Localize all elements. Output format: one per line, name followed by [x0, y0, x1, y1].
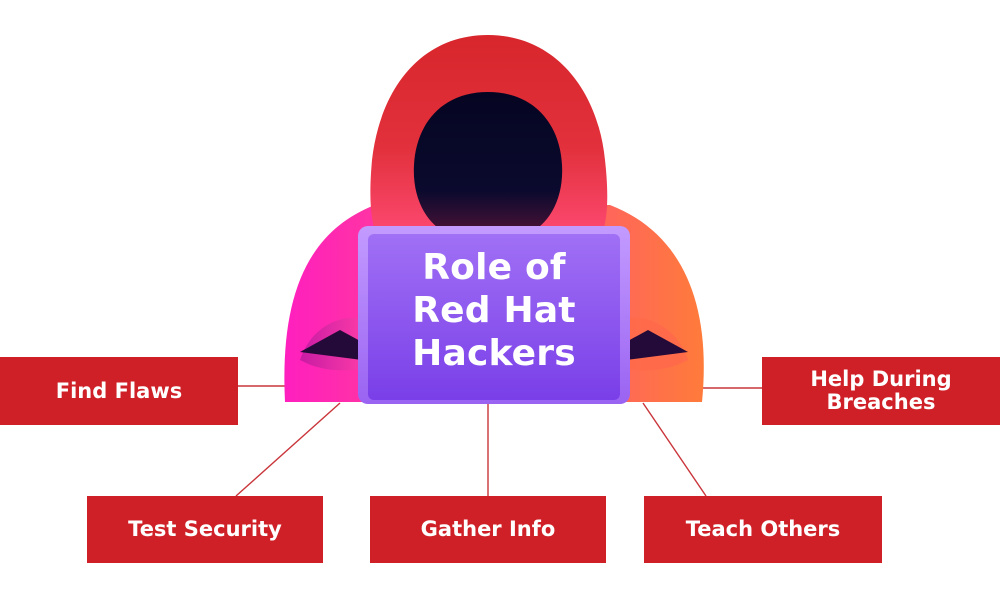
- title-line-3: Hackers: [412, 333, 576, 374]
- role-teach-others: Teach Others: [644, 496, 882, 563]
- laptop-screen: [368, 234, 620, 400]
- connector-teach-others: [642, 402, 707, 497]
- diagram-title: Role of Red Hat Hackers: [372, 246, 616, 375]
- face-shadow: [413, 92, 563, 234]
- left-hand-shadow: [300, 330, 362, 360]
- title-line-2: Red Hat: [412, 290, 576, 331]
- title-line-1: Role of: [422, 247, 566, 288]
- role-help-during-breaches: Help During Breaches: [762, 357, 1000, 425]
- connector-lines: [235, 385, 762, 497]
- hacker-figure: [284, 35, 704, 404]
- right-hand-shadow: [626, 330, 688, 360]
- role-test-security: Test Security: [87, 496, 323, 563]
- role-find-flaws: Find Flaws: [0, 357, 238, 425]
- connector-test-security: [235, 402, 341, 497]
- role-gather-info: Gather Info: [370, 496, 606, 563]
